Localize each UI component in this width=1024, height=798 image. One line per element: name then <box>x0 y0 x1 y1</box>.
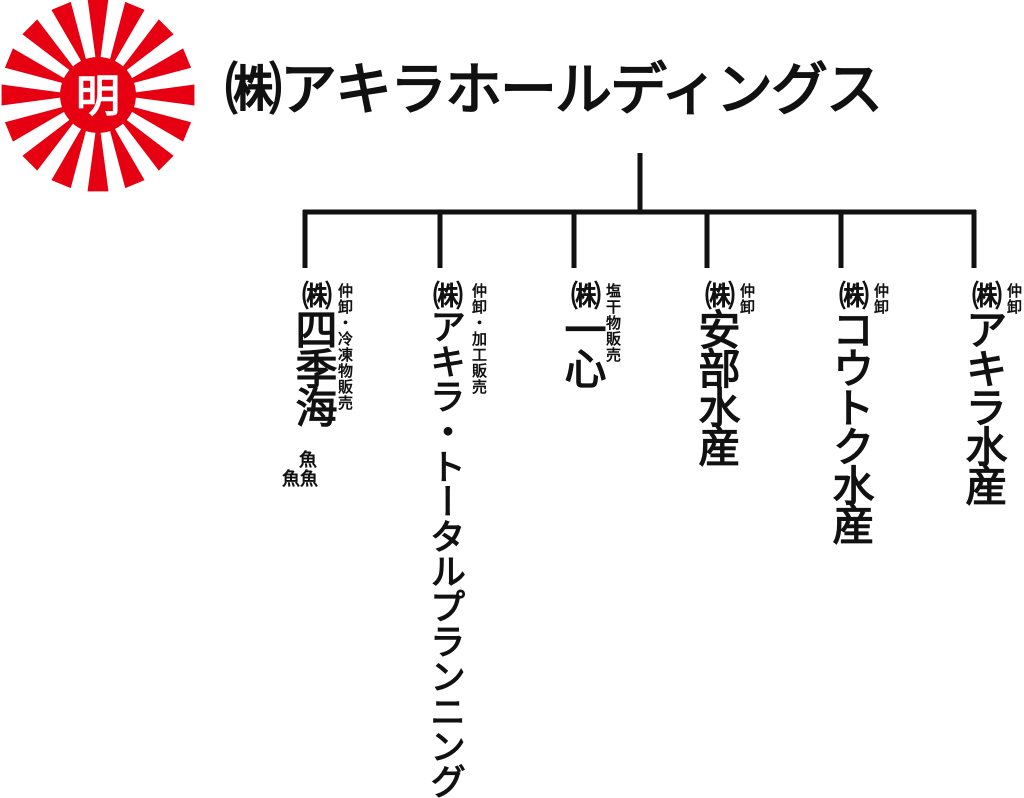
sun-ray <box>130 48 192 84</box>
kabu-mark: ㈱ <box>699 280 734 308</box>
company-suffix-fish: 魚 魚魚 <box>282 450 318 490</box>
sun-ray <box>22 19 75 72</box>
company-name-isshin: ㈱一心 <box>552 280 613 386</box>
kabu-mark: ㈱ <box>833 280 868 308</box>
company-name-shikikai: ㈱四季海 <box>283 280 344 425</box>
suffix-line-1: 魚 <box>299 450 317 471</box>
kabu-mark: ㈱ <box>966 280 1001 308</box>
suffix-line-2: 魚魚 <box>282 468 318 490</box>
logo-char: 明 <box>76 71 120 122</box>
sun-ray <box>1 84 63 106</box>
sun-ray <box>51 1 87 63</box>
sun-ray <box>87 130 109 192</box>
company-name-text: 四季海 <box>289 308 338 425</box>
parent-company-name: ㈱アキラホールディングス <box>225 57 883 123</box>
sun-ray <box>51 127 87 189</box>
sun-ray <box>109 1 145 63</box>
company-name-akira-suisan: ㈱アキラ水産 <box>953 280 1014 503</box>
company-role-abe-suisan: 仲卸 <box>738 283 756 315</box>
company-name-text: 一心 <box>558 308 607 386</box>
sun-ray <box>4 106 66 142</box>
sun-ray <box>87 0 109 60</box>
company-name-text: 安部水産 <box>692 308 741 464</box>
company-name-text: アキラ・トータルプランニング <box>424 308 465 798</box>
kabu-mark: ㈱ <box>565 280 600 308</box>
company-role-akira-suisan: 仲卸 <box>1005 283 1023 315</box>
company-name-text: アキラ水産 <box>959 308 1008 503</box>
company-name-abe-suisan: ㈱安部水産 <box>686 280 747 464</box>
company-name-koutoku-suisan: ㈱コウトク水産 <box>820 280 881 542</box>
sun-ray <box>133 84 195 106</box>
sun-ray <box>22 118 75 171</box>
sun-ray <box>109 127 145 189</box>
company-role-koutoku-suisan: 仲卸 <box>872 283 890 315</box>
kabu-mark: ㈱ <box>427 280 462 308</box>
sun-ray <box>4 48 66 84</box>
rising-sun-logo-icon: 明 <box>1 0 195 192</box>
company-name-text: コウトク水産 <box>826 308 875 542</box>
sun-ray <box>130 106 192 142</box>
company-role-isshin: 塩干物販売 <box>604 283 622 363</box>
kabu-mark: ㈱ <box>296 280 331 308</box>
company-name-akira-total-planning: ㈱アキラ・トータルプランニング <box>418 280 470 798</box>
sun-ray <box>121 118 174 171</box>
sun-rays <box>1 0 195 192</box>
org-tree-connectors <box>302 153 977 268</box>
company-role-shikikai: 仲卸・冷凍物販売 <box>336 283 354 411</box>
company-role-akira-total-planning: 仲卸・加工販売 <box>470 283 488 395</box>
sun-disc <box>60 57 136 133</box>
sun-ray <box>121 19 174 72</box>
